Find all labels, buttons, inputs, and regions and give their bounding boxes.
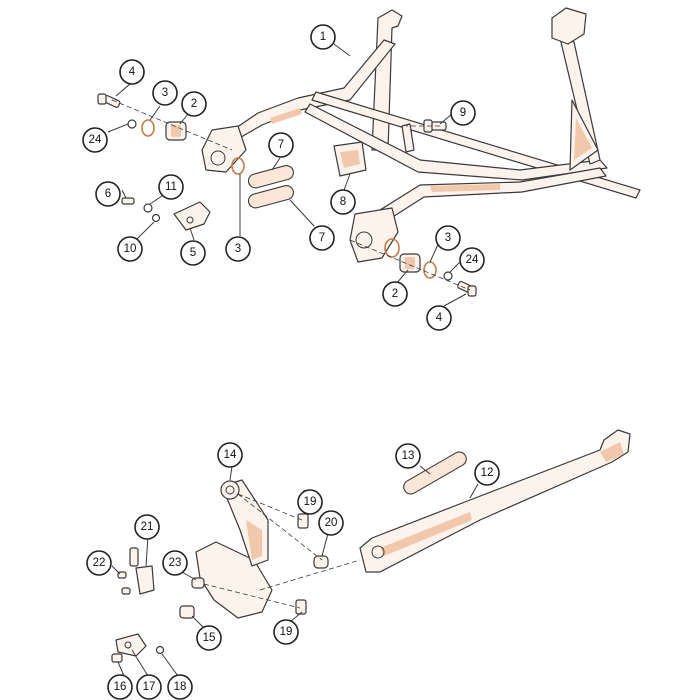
washer-18	[155, 645, 165, 655]
svg-text:10: 10	[124, 243, 137, 255]
svg-text:23: 23	[169, 557, 182, 569]
svg-text:7: 7	[319, 232, 325, 244]
svg-text:24: 24	[89, 134, 102, 146]
washer-24-right	[443, 271, 453, 281]
svg-text:2: 2	[191, 98, 197, 110]
svg-text:7: 7	[278, 139, 284, 151]
svg-text:5: 5	[190, 247, 196, 259]
oring-3-c	[384, 238, 400, 258]
callout-7b: 7	[309, 225, 335, 251]
callout-24: 24	[82, 127, 108, 153]
callout-13: 13	[395, 443, 421, 469]
callout-8: 8	[330, 189, 356, 215]
washer-10	[151, 213, 161, 223]
bolt-19-top	[297, 513, 309, 529]
callout-18: 18	[167, 674, 193, 700]
side-stand-bracket-14	[195, 479, 273, 619]
bushing-2-right	[399, 253, 421, 273]
callout-3c: 3	[435, 225, 461, 251]
callout-20: 20	[318, 510, 344, 536]
switch-21	[129, 547, 155, 595]
svg-text:13: 13	[402, 450, 415, 462]
callout-1: 1	[310, 24, 336, 50]
nut-16	[111, 653, 123, 663]
spring-13	[403, 451, 467, 495]
svg-text:4: 4	[129, 66, 136, 78]
callout-3b: 3	[225, 236, 251, 262]
bolt-19-bottom	[295, 599, 307, 615]
callout-2: 2	[181, 91, 207, 117]
svg-text:3: 3	[162, 87, 168, 99]
svg-text:17: 17	[143, 681, 156, 693]
svg-text:12: 12	[481, 467, 494, 479]
callout-21: 21	[134, 514, 160, 540]
callout-23: 23	[162, 550, 188, 576]
svg-text:11: 11	[165, 181, 177, 193]
callout-4: 4	[119, 59, 145, 85]
springs-7	[247, 165, 294, 209]
callout-2b: 2	[382, 281, 408, 307]
svg-text:14: 14	[224, 449, 237, 461]
callout-14: 14	[217, 442, 243, 468]
bracket-5	[173, 201, 211, 231]
callout-22: 22	[86, 550, 112, 576]
bolt-4-right	[457, 280, 477, 297]
svg-text:19: 19	[304, 496, 317, 508]
svg-text:24: 24	[466, 254, 479, 266]
leader-lines	[107, 43, 479, 677]
center-stand-frame	[201, 7, 641, 263]
svg-text:1: 1	[320, 31, 326, 43]
svg-text:4: 4	[436, 312, 443, 324]
svg-text:2: 2	[392, 288, 398, 300]
washer-11	[143, 203, 153, 213]
svg-text:18: 18	[174, 681, 187, 693]
sleeve-20	[313, 555, 329, 569]
oring-3-b	[231, 157, 245, 175]
callout-17: 17	[136, 674, 162, 700]
svg-text:20: 20	[325, 517, 338, 529]
svg-text:22: 22	[93, 557, 106, 569]
callout-12: 12	[474, 460, 500, 486]
callout-5: 5	[180, 240, 206, 266]
cap-23	[191, 577, 205, 589]
callout-16: 16	[107, 674, 133, 700]
bracket-17	[115, 633, 147, 657]
svg-text:3: 3	[445, 232, 451, 244]
oring-3-d	[423, 261, 437, 279]
svg-text:8: 8	[340, 196, 346, 208]
bracket-8	[333, 141, 367, 177]
svg-text:15: 15	[203, 632, 216, 644]
pin-15	[179, 605, 195, 619]
callout-24b: 24	[459, 247, 485, 273]
svg-text:3: 3	[235, 243, 241, 255]
svg-text:19: 19	[280, 626, 293, 638]
callout-3: 3	[152, 80, 178, 106]
bushing-2-left	[165, 121, 187, 141]
oring-3-a	[141, 119, 155, 137]
callout-6: 6	[95, 181, 121, 207]
screw-22-b	[121, 587, 131, 595]
callout-19: 19	[297, 489, 323, 515]
washer-24-left	[127, 119, 137, 129]
bolt-4-left	[97, 93, 121, 108]
callout-15: 15	[196, 625, 222, 651]
side-stand-leg	[359, 429, 631, 573]
bolt-6	[121, 197, 135, 205]
svg-text:6: 6	[105, 188, 111, 200]
callout-10: 10	[117, 236, 143, 262]
svg-text:9: 9	[460, 107, 466, 119]
callout-19b: 19	[273, 619, 299, 645]
callout-11: 11	[158, 174, 184, 200]
svg-text:21: 21	[141, 521, 154, 533]
callout-4b: 4	[426, 305, 452, 331]
callout-9: 9	[450, 100, 476, 126]
svg-text:16: 16	[114, 681, 127, 693]
callout-7: 7	[268, 132, 294, 158]
